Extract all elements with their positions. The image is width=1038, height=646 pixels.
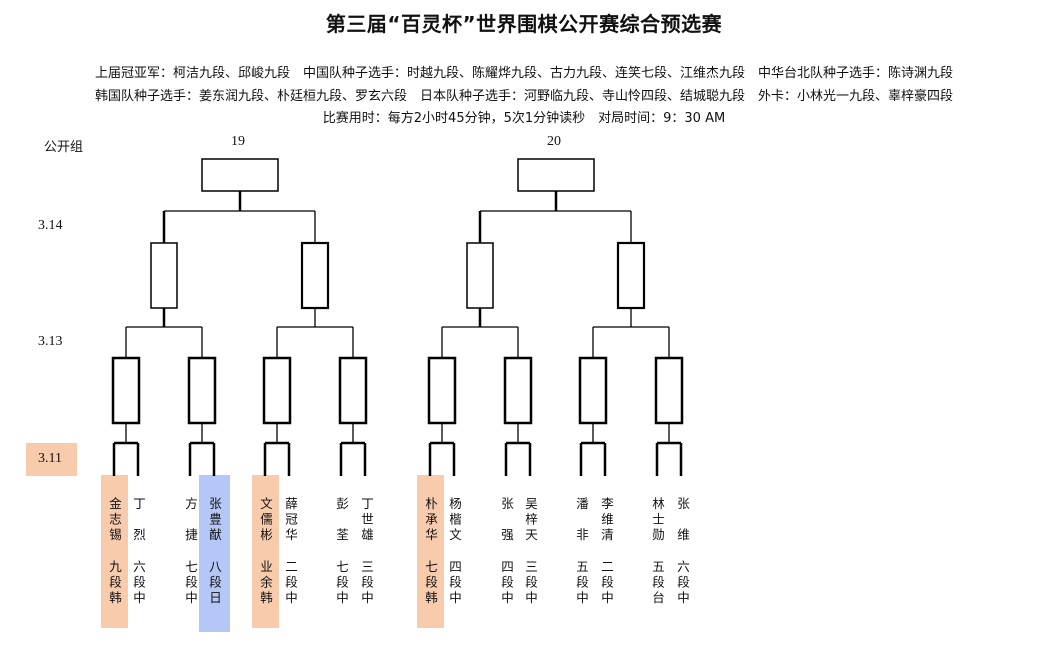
quarterfinal-result-box bbox=[262, 356, 292, 425]
player-nation: 中 bbox=[183, 591, 198, 607]
player-nation: 中 bbox=[499, 591, 514, 607]
player-nation: 韩 bbox=[107, 591, 122, 607]
player-rank: 业余 bbox=[258, 560, 273, 591]
quarterfinal-result-box bbox=[111, 356, 141, 425]
round-label-3-11: 3.11 bbox=[38, 451, 62, 466]
player-name: 薛冠华 bbox=[283, 497, 298, 544]
group-label: 公开组 bbox=[44, 140, 84, 155]
quarterfinal-result-box bbox=[578, 356, 608, 425]
bracket-number-20: 20 bbox=[547, 134, 561, 149]
final-result-box bbox=[517, 158, 595, 192]
player-nation: 中 bbox=[131, 591, 146, 607]
player-nation: 台 bbox=[650, 591, 665, 607]
player-rank: 六段 bbox=[675, 560, 690, 591]
player-nation: 中 bbox=[283, 591, 298, 607]
player-rank: 二段 bbox=[283, 560, 298, 591]
player-name: 方捷 bbox=[183, 497, 198, 559]
info-seeds-line-2: 韩国队种子选手：姜东润九段、朴廷桓九段、罗玄六段 日本队种子选手：河野临九段、寺… bbox=[94, 89, 953, 104]
info-time-control: 比赛用时：每方2小时45分钟，5次1分钟读秒 对局时间：9：30 AM bbox=[322, 111, 726, 126]
player-nation: 中 bbox=[334, 591, 349, 607]
player-nation: 中 bbox=[675, 591, 690, 607]
quarterfinal-result-box bbox=[654, 356, 684, 425]
player-name: 张维 bbox=[675, 497, 690, 559]
quarterfinal-result-box bbox=[427, 356, 457, 425]
player-nation: 中 bbox=[359, 591, 374, 607]
final-result-box bbox=[201, 158, 279, 192]
semifinal-result-box bbox=[616, 241, 646, 310]
player-rank: 五段 bbox=[650, 560, 665, 591]
semifinal-result-box bbox=[300, 241, 330, 310]
player-rank: 三段 bbox=[359, 560, 374, 591]
player-highlight bbox=[101, 475, 128, 628]
player-nation: 韩 bbox=[258, 591, 273, 607]
player-name: 林士勋 bbox=[650, 497, 665, 544]
player-name: 张强 bbox=[499, 497, 514, 559]
round-label-3-13: 3.13 bbox=[38, 334, 63, 349]
semifinal-result-box bbox=[150, 242, 178, 309]
player-rank: 四段 bbox=[447, 560, 462, 591]
player-rank: 七段 bbox=[423, 560, 438, 591]
player-rank: 九段 bbox=[107, 560, 122, 591]
player-name: 丁世雄 bbox=[359, 497, 374, 544]
quarterfinal-result-box bbox=[187, 356, 217, 425]
player-rank: 七段 bbox=[334, 560, 349, 591]
player-highlight bbox=[417, 475, 444, 628]
player-name: 文儒彬 bbox=[258, 497, 273, 544]
player-highlight bbox=[252, 475, 279, 628]
semifinal-result-box bbox=[466, 242, 494, 309]
page-title: 第三届“百灵杯”世界围棋公开赛综合预选赛 bbox=[325, 12, 723, 36]
quarterfinal-result-box bbox=[503, 356, 533, 425]
bracket-number-19: 19 bbox=[231, 134, 245, 149]
player-rank: 五段 bbox=[574, 560, 589, 591]
player-highlight bbox=[199, 475, 230, 632]
player-name: 金志锡 bbox=[107, 497, 122, 544]
player-name: 李维清 bbox=[599, 497, 614, 544]
player-nation: 中 bbox=[574, 591, 589, 607]
player-nation: 中 bbox=[599, 591, 614, 607]
info-seeds-line-1: 上届冠亚军：柯洁九段、邱峻九段 中国队种子选手：时越九段、陈耀烨九段、古力九段、… bbox=[94, 66, 953, 81]
player-nation: 中 bbox=[523, 591, 538, 607]
player-name: 潘非 bbox=[574, 497, 589, 559]
player-name: 张豊猷 bbox=[207, 497, 222, 544]
player-rank: 八段 bbox=[207, 560, 222, 591]
player-name: 彭荃 bbox=[334, 497, 349, 559]
quarterfinal-result-box bbox=[338, 356, 368, 425]
player-rank: 四段 bbox=[499, 560, 514, 591]
player-nation: 韩 bbox=[423, 591, 438, 607]
player-name: 杨楷文 bbox=[447, 497, 462, 544]
player-rank: 三段 bbox=[523, 560, 538, 591]
player-name: 朴承华 bbox=[423, 497, 438, 544]
player-rank: 二段 bbox=[599, 560, 614, 591]
player-nation: 中 bbox=[447, 591, 462, 607]
player-nation: 日 bbox=[207, 591, 222, 607]
player-rank: 六段 bbox=[131, 560, 146, 591]
player-name: 吴梓天 bbox=[523, 497, 538, 544]
player-name: 丁烈 bbox=[131, 497, 146, 559]
player-rank: 七段 bbox=[183, 560, 198, 591]
round-label-3-14: 3.14 bbox=[38, 218, 63, 233]
round-label-3-11-highlight bbox=[26, 443, 77, 476]
